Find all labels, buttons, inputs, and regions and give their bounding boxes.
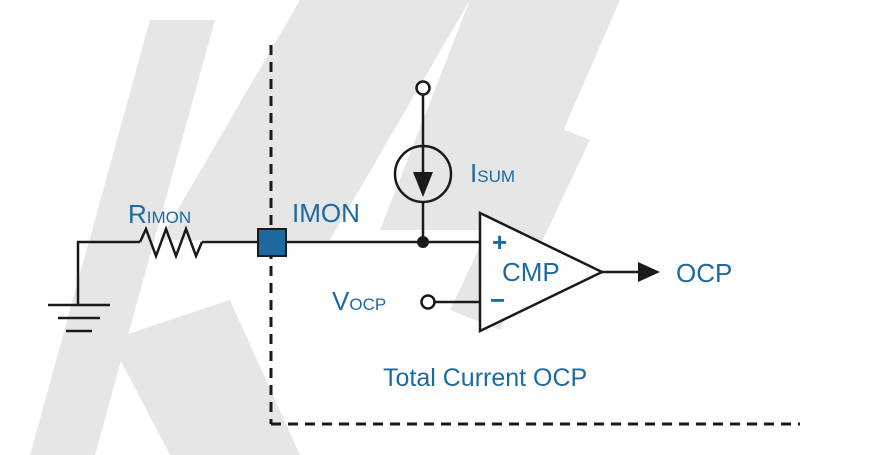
junction-dot bbox=[417, 236, 429, 248]
watermark-stroke-1 bbox=[30, 20, 215, 455]
resistor-rimon bbox=[138, 225, 204, 260]
ground-wire bbox=[76, 240, 140, 305]
imon-pin bbox=[257, 228, 287, 257]
comparator-plus-sign: + bbox=[492, 227, 507, 257]
wires bbox=[76, 95, 640, 305]
supply-terminal bbox=[415, 80, 431, 96]
comparator-triangle bbox=[478, 211, 605, 333]
output-arrow-head bbox=[638, 262, 660, 282]
watermark-stroke-4 bbox=[110, 300, 300, 455]
vocp-label: VOCP bbox=[332, 286, 386, 316]
ground-symbol bbox=[48, 303, 110, 333]
comparator-label: CMP bbox=[502, 257, 560, 287]
vocp-terminal bbox=[420, 294, 436, 310]
diagram-caption: Total Current OCP bbox=[383, 364, 587, 392]
current-arrow-head bbox=[413, 172, 433, 197]
comparator-minus-sign: − bbox=[490, 285, 505, 315]
watermark-stroke-2 bbox=[160, 0, 470, 240]
resistor-label: RIMON bbox=[128, 199, 191, 229]
imon-pin-label: IMON bbox=[292, 198, 360, 228]
current-source-isum bbox=[393, 80, 453, 204]
isum-label: ISUM bbox=[470, 158, 515, 188]
output-ocp-label: OCP bbox=[676, 258, 732, 288]
watermark-stroke-3 bbox=[380, 0, 620, 230]
